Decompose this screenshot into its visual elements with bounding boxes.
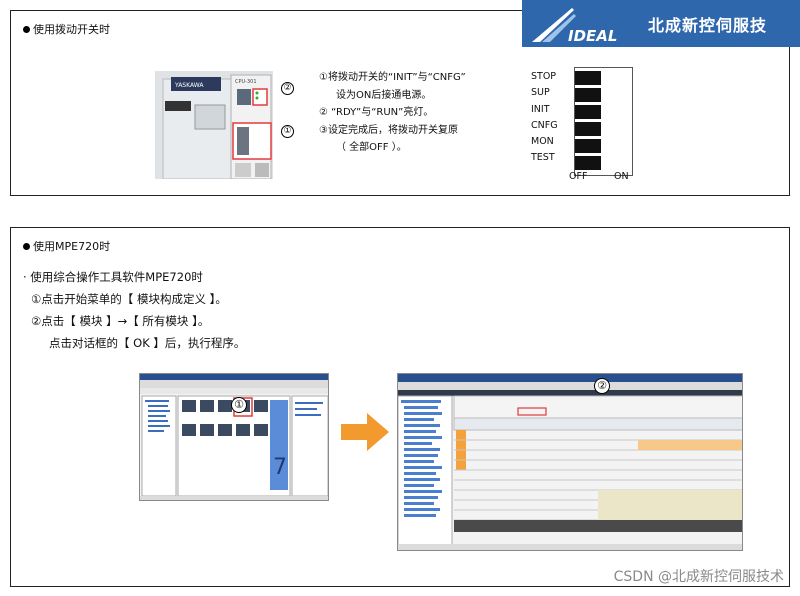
screenshot-callout-2: ②	[594, 378, 610, 394]
switch-bar-stop	[575, 71, 601, 85]
step-line: ②点击【 模块 】→【 所有模块 】。	[31, 314, 210, 328]
toggle-instructions: ①将拨动开关的“INIT”与“CNFG” 设为ON后接通电源。 ② “RDY”与…	[319, 69, 466, 157]
switch-off-label: OFF	[569, 171, 588, 182]
device-brand-text: YASKAWA	[174, 82, 204, 89]
section-title-mpe720: 使用MPE720时	[23, 238, 110, 254]
instruction-line: ③设定完成后，将拨动开关复原	[319, 124, 458, 136]
mpe720-panel: 使用MPE720时 · 使用综合操作工具软件MPE720时 ①点击开始菜单的【 …	[10, 227, 790, 587]
switch-label-init: INIT	[531, 103, 550, 115]
instruction-line: （ 全部OFF ）。	[336, 142, 407, 153]
logo-company-name: 北成新控伺服技	[648, 16, 768, 35]
company-logo-banner: IDEAL 北成新控伺服技	[522, 0, 800, 47]
arrow-right-icon	[341, 413, 389, 451]
svg-text:7: 7	[273, 455, 287, 480]
step-intro: · 使用综合操作工具软件MPE720时	[23, 270, 203, 284]
bullet-icon	[23, 242, 30, 250]
device-model-text: CPU-301	[235, 79, 257, 85]
instruction-line: ② “RDY”与“RUN”亮灯。	[319, 107, 434, 118]
start-menu-illustration: 7	[140, 374, 328, 500]
switch-label-test: TEST	[531, 152, 555, 164]
switch-bar-test	[575, 156, 601, 170]
callout-1: ①	[281, 125, 294, 138]
callout-2: ②	[281, 82, 294, 95]
module-config-screenshot: ②	[397, 373, 743, 551]
mpe720-start-menu-screenshot: 7 ①	[139, 373, 329, 501]
switch-bar-init	[575, 105, 601, 119]
ideal-logo: IDEAL	[532, 8, 617, 44]
cpu-module-photo: YASKAWA CPU-301	[155, 71, 273, 179]
switch-label-cnfg: CNFG	[531, 119, 558, 131]
instruction-line: 设为ON后接通电源。	[336, 89, 432, 101]
switch-bar-mon	[575, 139, 601, 153]
watermark-text: CSDN @北成新控伺服技术	[613, 569, 784, 585]
switch-label-mon: MON	[531, 136, 554, 148]
switch-bar-sup	[575, 88, 601, 102]
bullet-icon	[23, 25, 30, 33]
switch-labels: STOP SUP INIT CNFG MON TEST	[531, 69, 558, 167]
screenshot-callout-1: ①	[231, 397, 247, 413]
instruction-line: ①将拨动开关的“INIT”与“CNFG”	[319, 72, 466, 83]
logo-brand-text: IDEAL	[568, 27, 617, 44]
module-config-illustration	[398, 374, 742, 550]
switch-bar-cnfg	[575, 122, 601, 136]
switch-on-label: ON	[614, 171, 629, 182]
section-title-toggle: 使用拨动开关时	[23, 21, 110, 37]
step-line: ①点击开始菜单的【 模块构成定义 】。	[31, 292, 227, 306]
mpe720-steps: · 使用综合操作工具软件MPE720时 ①点击开始菜单的【 模块构成定义 】。 …	[23, 266, 245, 354]
switch-label-stop: STOP	[531, 71, 557, 82]
switch-label-sup: SUP	[531, 87, 550, 99]
step-line: 点击对话框的【 OK 】后，执行程序。	[49, 336, 246, 350]
dip-switch-diagram	[574, 67, 633, 176]
